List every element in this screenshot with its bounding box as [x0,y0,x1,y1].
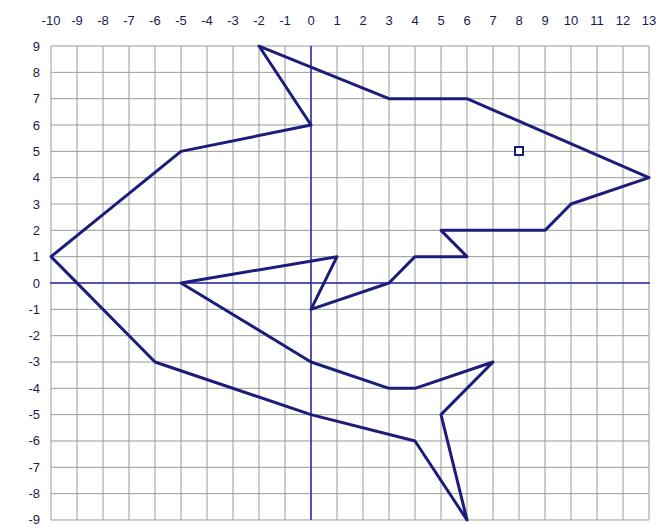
grid-line [51,440,649,441]
shark-eye [515,147,523,155]
axis-number: -10 [42,14,61,27]
grid [51,46,649,520]
grid-line [51,46,649,47]
axis-number: -6 [28,434,40,447]
grid-line [51,283,649,284]
axis-number: 6 [463,14,470,27]
axis-number: 1 [33,250,40,263]
grid-line [51,204,649,205]
axis-number: 5 [437,14,444,27]
axis-number: 5 [33,145,40,158]
grid-line [51,151,649,152]
axis-number: 7 [489,14,496,27]
axis-number: -8 [28,487,40,500]
axis-number: 9 [541,14,548,27]
axis-number: -3 [227,14,239,27]
grid-line [311,46,312,520]
grid-line [51,414,649,415]
x-axis [50,282,650,284]
axis-number: 0 [33,277,40,290]
axis-number: -8 [97,14,109,27]
grid-line [51,125,649,126]
axis-number: 4 [33,171,40,184]
grid-line [51,98,649,99]
axis-number: 9 [33,40,40,53]
axis-number: -3 [28,355,40,368]
grid-line [51,309,649,310]
axis-number: -1 [28,303,40,316]
axis-number: -5 [175,14,187,27]
y-axis [310,46,312,520]
grid-line [51,230,649,231]
axis-number: -6 [149,14,161,27]
axis-number: 8 [515,14,522,27]
axis-number: 1 [333,14,340,27]
axis-number: 2 [359,14,366,27]
grid-line [51,335,649,336]
grid-line [51,72,649,73]
shark-outline [51,46,649,520]
axis-number: -7 [28,461,40,474]
axis-number: 13 [642,14,656,27]
axis-number: 11 [590,14,604,27]
axis-number: 0 [307,14,314,27]
axis-number: -2 [28,329,40,342]
grid-line [51,361,649,362]
grid-line [51,467,649,468]
grid-line [51,177,649,178]
axis-number: -1 [279,14,291,27]
axis-number: -7 [123,14,135,27]
axis-number: -9 [71,14,83,27]
axis-number: -4 [201,14,213,27]
axis-number: 8 [33,66,40,79]
grid-line [51,519,649,520]
grid-line [51,388,649,389]
axis-number: 3 [33,198,40,211]
axis-number: 12 [616,14,630,27]
axis-number: 2 [33,224,40,237]
axis-number: -5 [28,408,40,421]
axis-number: 10 [564,14,578,27]
axis-number: -4 [28,382,40,395]
grid-line [51,493,649,494]
axis-number: 6 [33,119,40,132]
axis-number: -9 [28,513,40,526]
axis-number: 7 [33,92,40,105]
axis-number: 4 [411,14,418,27]
axis-number: -2 [253,14,265,27]
axis-number: 3 [385,14,392,27]
grid-line [51,256,649,257]
